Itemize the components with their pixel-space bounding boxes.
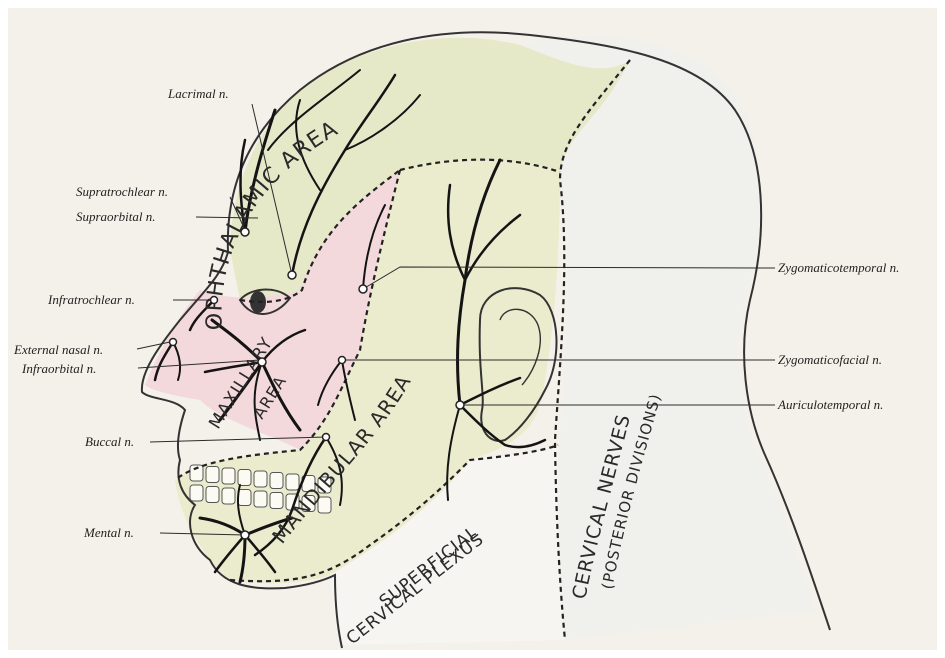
tooth [222,488,235,504]
infraorbital-point [258,358,266,366]
tooth [286,474,299,490]
tooth [222,468,235,484]
label-zygomaticotemporal: Zygomaticotemporal n. [778,260,899,275]
tooth [190,485,203,501]
tooth [270,493,283,509]
tooth [206,487,219,503]
tooth [254,491,267,507]
label-mental: Mental n. [83,525,134,540]
label-buccal: Buccal n. [85,434,134,449]
label-supraorbital: Supraorbital n. [76,209,155,224]
label-supratrochlear: Supratrochlear n. [76,184,168,199]
infratrochlear-point [211,297,218,304]
label-lacrimal: Lacrimal n. [167,86,229,101]
zygomaticofacial-point [339,357,346,364]
label-infratrochlear: Infratrochlear n. [47,292,135,307]
auriculotemporal-point [456,401,464,409]
tooth [238,470,251,486]
tooth [238,490,251,506]
label-zygomaticofacial: Zygomaticofacial n. [778,352,882,367]
label-infraorbital: Infraorbital n. [21,361,96,376]
mental-point [241,531,249,539]
tooth [206,467,219,483]
label-auriculotemporal: Auriculotemporal n. [777,397,883,412]
supratrochlear-point [241,228,249,236]
external-nasal-point [170,339,177,346]
zygomaticotemporal-point [359,285,367,293]
label-external-nasal: External nasal n. [13,342,103,357]
buccal-point [323,434,330,441]
tooth [270,473,283,489]
lacrimal-point [288,271,296,279]
tooth [254,471,267,487]
